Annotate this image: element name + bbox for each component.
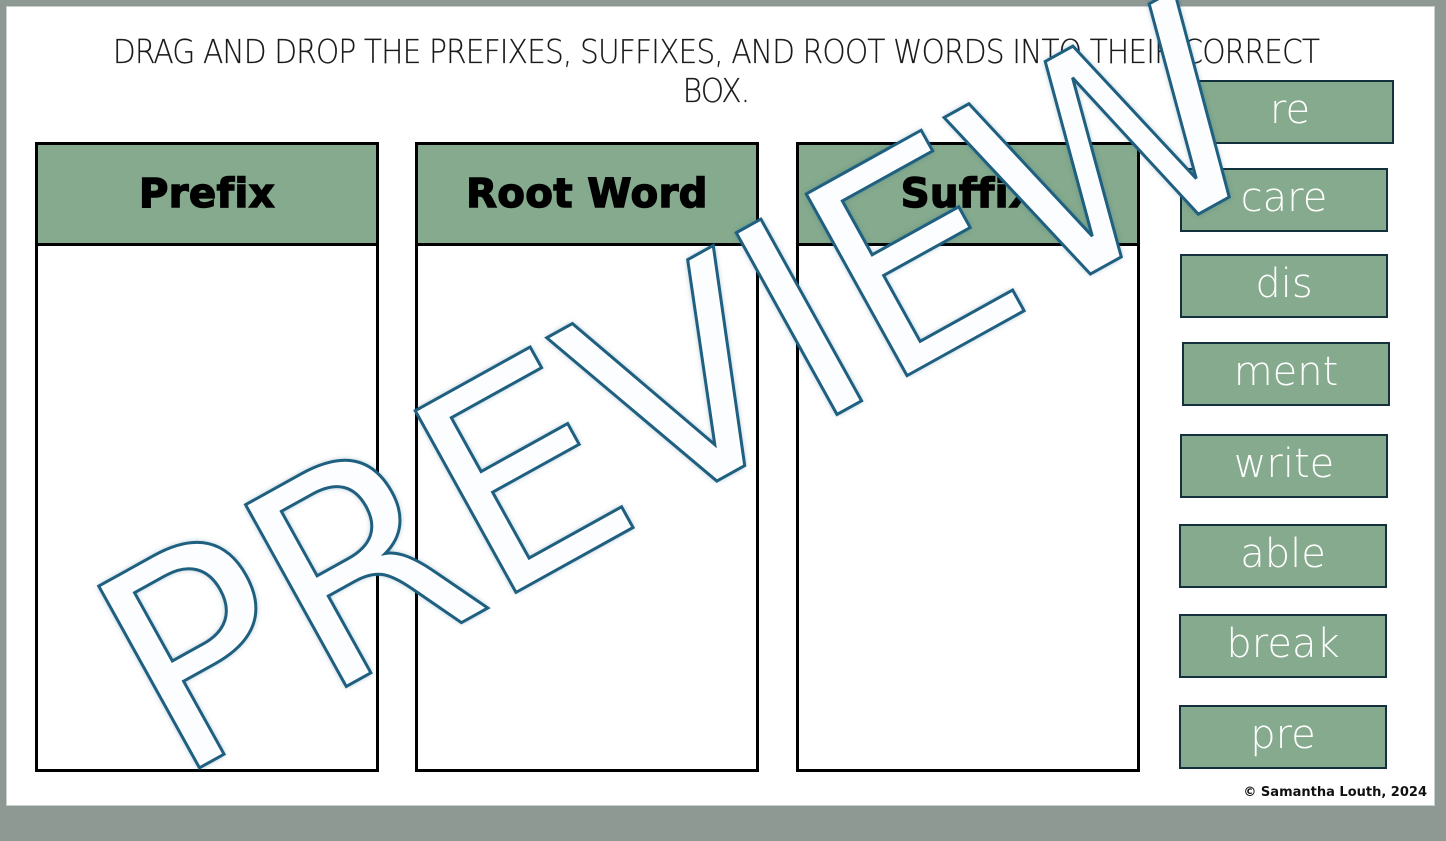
prefix-column: Prefix: [35, 142, 379, 772]
suffix-dropzone[interactable]: [799, 246, 1137, 769]
word-tile-re[interactable]: re: [1186, 80, 1394, 144]
activity-slide: DRAG AND DROP THE PREFIXES, SUFFIXES, AN…: [6, 6, 1435, 806]
word-tile-dis[interactable]: dis: [1180, 254, 1388, 318]
word-tile-pre[interactable]: pre: [1179, 705, 1387, 769]
copyright-notice: © Samantha Louth, 2024: [1243, 785, 1427, 800]
instruction-title: DRAG AND DROP THE PREFIXES, SUFFIXES, AN…: [112, 32, 1320, 110]
prefix-dropzone[interactable]: [38, 246, 376, 769]
prefix-header: Prefix: [38, 145, 376, 246]
root-word-dropzone[interactable]: [418, 246, 756, 769]
word-tile-write[interactable]: write: [1180, 434, 1388, 498]
word-tile-care[interactable]: care: [1180, 168, 1388, 232]
suffix-column: Suffix: [796, 142, 1140, 772]
word-tile-able[interactable]: able: [1179, 524, 1387, 588]
word-tile-ment[interactable]: ment: [1182, 342, 1390, 406]
root-word-column: Root Word: [415, 142, 759, 772]
word-tile-break[interactable]: break: [1179, 614, 1387, 678]
suffix-header: Suffix: [799, 145, 1137, 246]
root-word-header: Root Word: [418, 145, 756, 246]
